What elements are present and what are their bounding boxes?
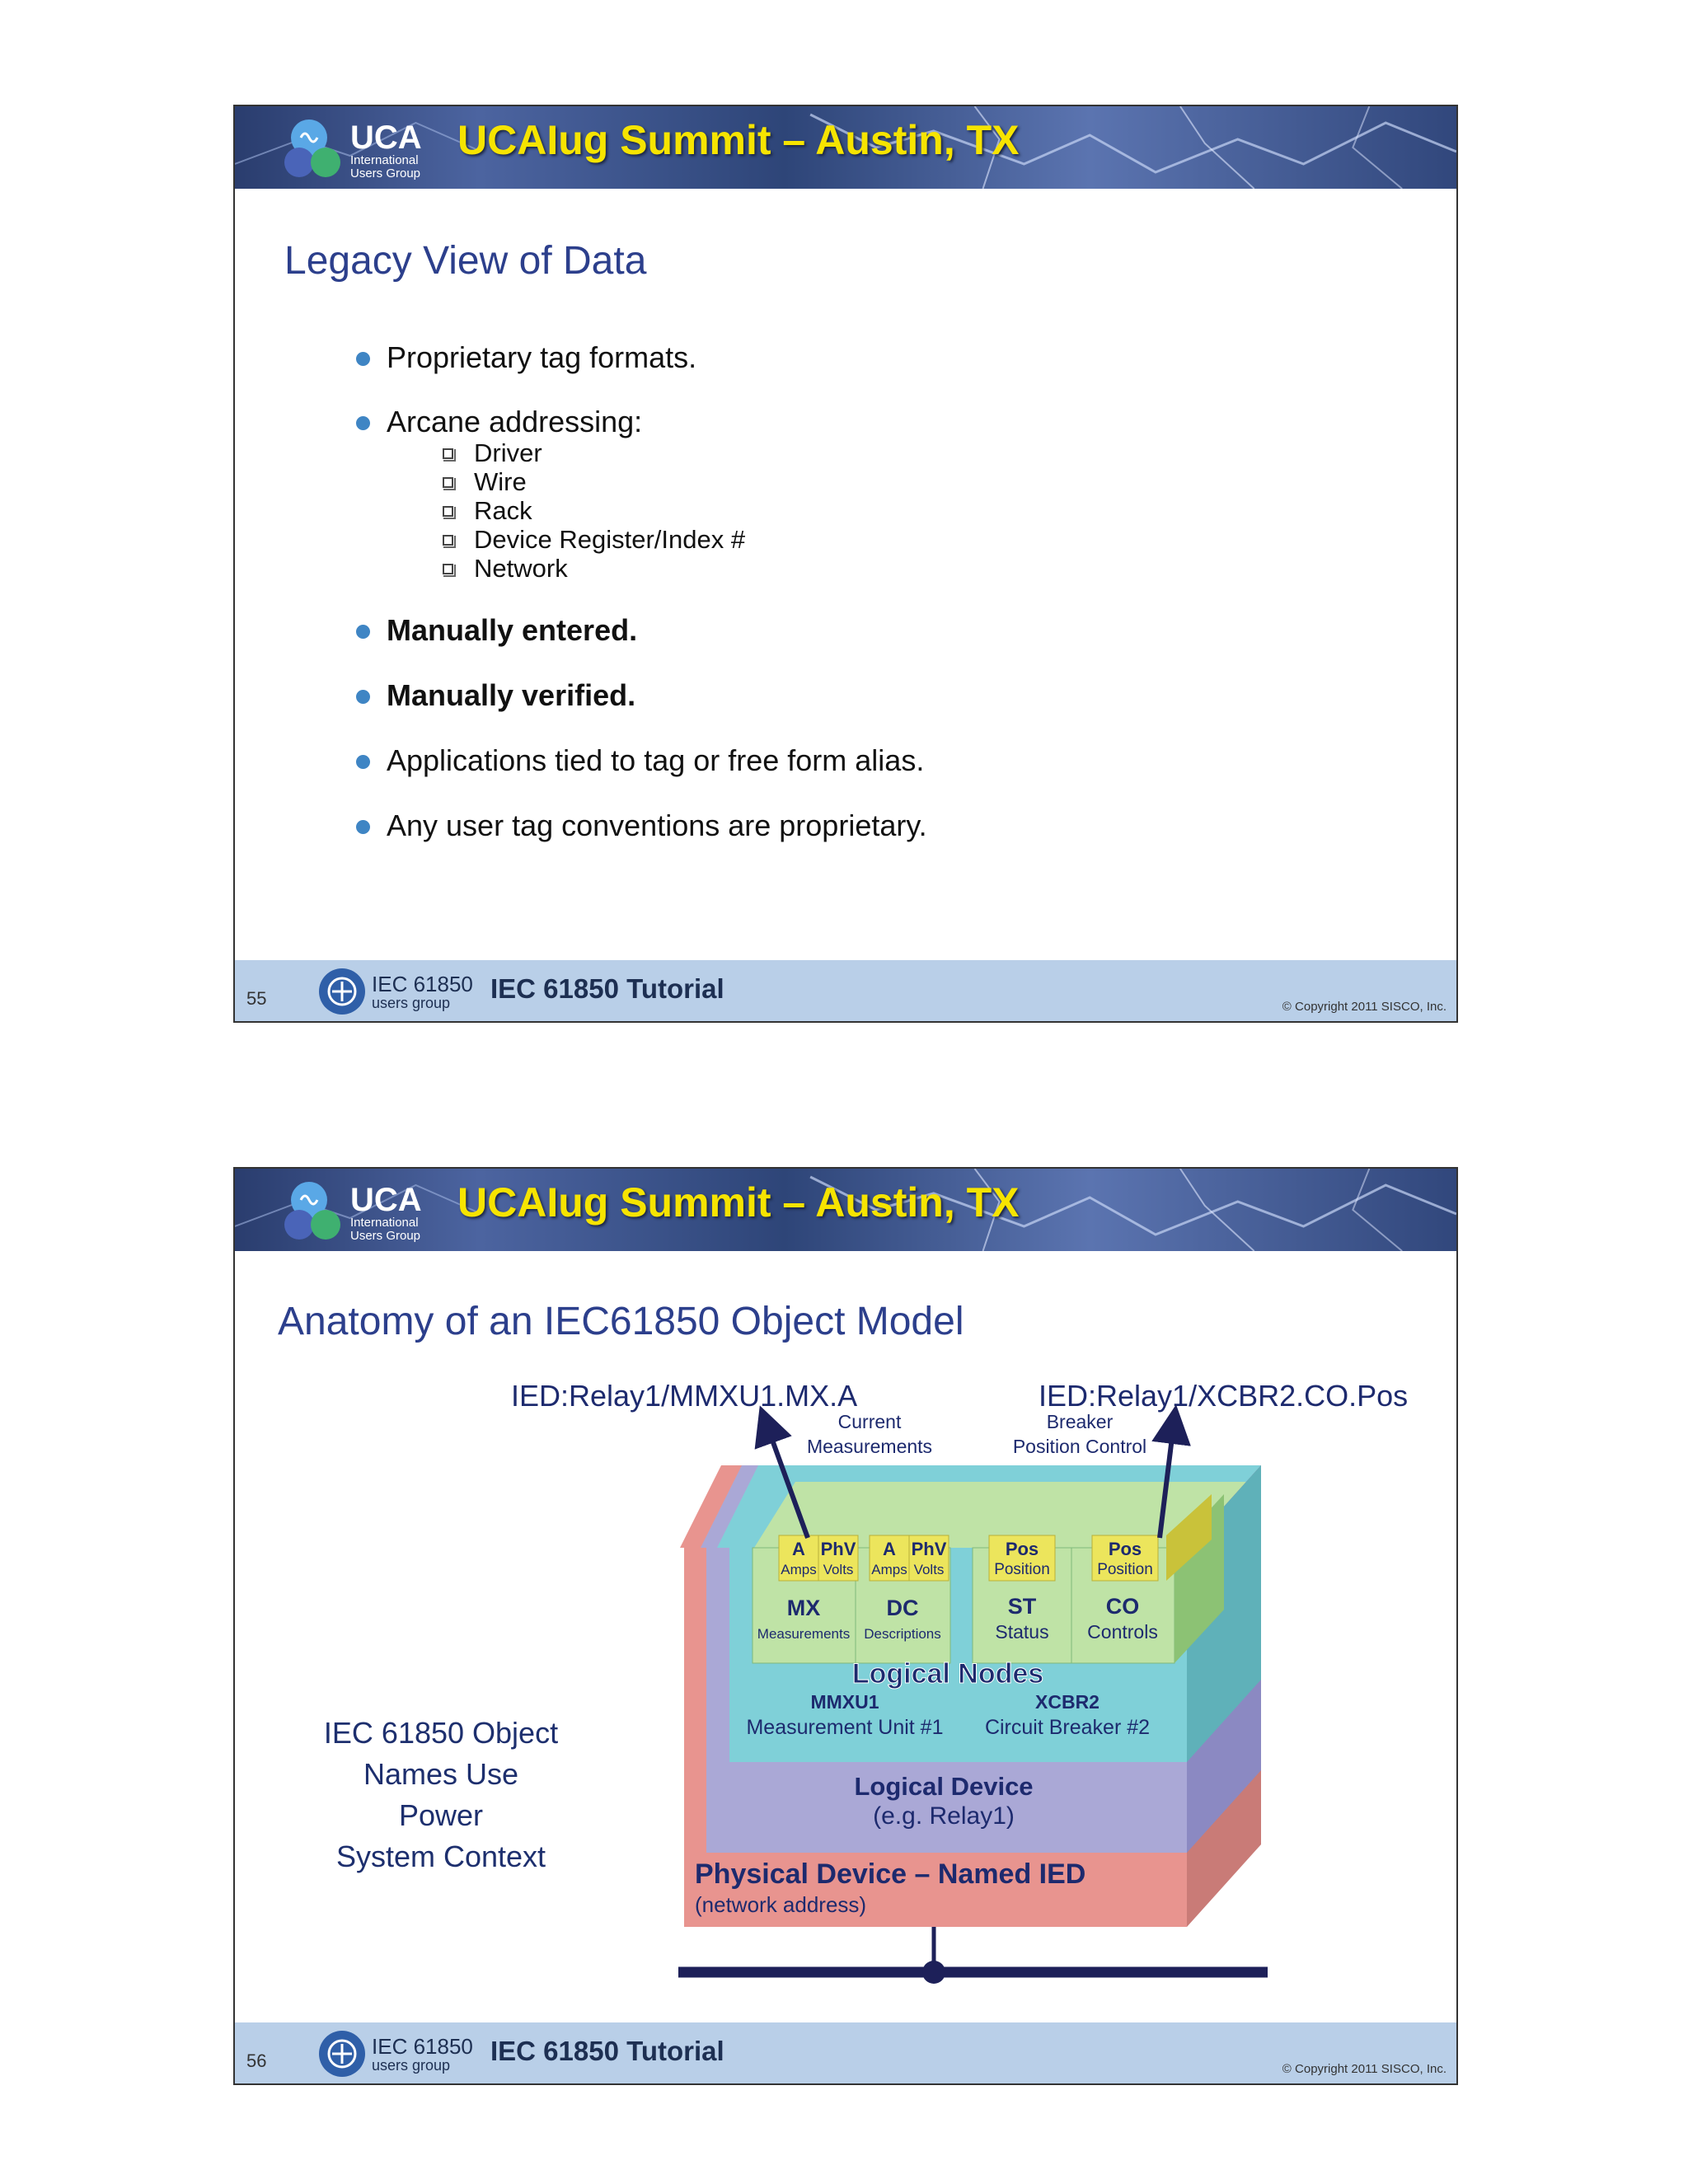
path-left: IED:Relay1/MMXU1.MX.A	[511, 1379, 857, 1413]
slide-56: UCA International Users Group UCAIug Sum…	[233, 1167, 1458, 2085]
bullet-text: Proprietary tag formats.	[387, 340, 696, 375]
do-name: A	[883, 1539, 896, 1559]
do-desc: Amps	[781, 1562, 816, 1577]
ln-left-desc: Measurement Unit #1	[746, 1716, 943, 1739]
fc-desc: Measurements	[757, 1626, 850, 1642]
bullet-dot-icon	[356, 352, 370, 366]
bullet-text: Any user tag conventions are proprietary…	[387, 808, 927, 843]
do-name: PhV	[821, 1539, 856, 1559]
copyright: © Copyright 2011 SISCO, Inc.	[1282, 2062, 1447, 2076]
slide-title: Legacy View of Data	[284, 238, 646, 284]
do-desc: Volts	[914, 1562, 945, 1577]
bullet-dot-icon	[356, 820, 370, 834]
page-number: 56	[246, 2050, 266, 2072]
sub-item-text: Driver	[474, 438, 542, 468]
do-name: Pos	[1109, 1539, 1142, 1559]
fc-desc: Controls	[1087, 1621, 1158, 1643]
checkbox-bullet-icon	[443, 535, 453, 546]
checkbox-bullet-icon	[443, 506, 453, 517]
iec-logo-text: IEC 61850	[372, 972, 473, 996]
left-caption-line: Measurements	[807, 1436, 932, 1457]
iec61850-logo: IEC 61850 users group	[317, 967, 474, 1016]
checkbox-bullet-icon	[443, 564, 453, 574]
do-name: PhV	[912, 1539, 947, 1559]
right-caption-line: Breaker	[1047, 1411, 1114, 1432]
slide-footer: 56 IEC 61850 users group IEC 61850 Tutor…	[235, 2022, 1456, 2083]
sub-item-text: Rack	[474, 496, 532, 526]
left-caption-line: Current	[838, 1411, 902, 1432]
bullet-dot-icon	[356, 755, 370, 769]
do-desc: Amps	[871, 1562, 907, 1577]
uca-logo: UCA International Users Group	[284, 111, 474, 184]
fc-name: MX	[787, 1596, 821, 1620]
bullet-dot-icon	[356, 416, 370, 430]
bullet-text: Manually verified.	[387, 678, 635, 713]
page-number: 55	[246, 988, 266, 1010]
bullet-dot-icon	[356, 625, 370, 639]
network-node-icon	[922, 1961, 945, 1984]
do-name: Pos	[1006, 1539, 1039, 1559]
fc-name: ST	[1008, 1594, 1037, 1619]
uca-logo-text: UCA	[350, 120, 422, 156]
right-caption-line: Position Control	[1013, 1436, 1146, 1457]
fc-name: DC	[887, 1596, 919, 1620]
object-model-diagram: IED:Relay1/MMXU1.MX.A IED:Relay1/XCBR2.C…	[235, 1169, 1458, 2085]
banner-title: UCAIug Summit – Austin, TX	[457, 116, 1020, 164]
physical-device-title: Physical Device – Named IED	[695, 1858, 1085, 1890]
checkbox-bullet-icon	[443, 477, 453, 488]
ln-right-desc: Circuit Breaker #2	[985, 1716, 1150, 1739]
iec-logo-text: IEC 61850	[372, 2034, 473, 2059]
do-desc: Volts	[823, 1562, 854, 1577]
ln-right-name: XCBR2	[1035, 1691, 1100, 1713]
slide-footer: 55 IEC 61850 users group IEC 61850 Tutor…	[235, 960, 1456, 1021]
iec61850-logo: IEC 61850 users group	[317, 2029, 474, 2079]
sub-item-text: Device Register/Index #	[474, 525, 745, 555]
bullet-text: Applications tied to tag or free form al…	[387, 743, 924, 778]
ln-left-name: MMXU1	[810, 1691, 879, 1713]
path-right: IED:Relay1/XCBR2.CO.Pos	[1039, 1379, 1408, 1413]
iec-logo-sub: users group	[372, 995, 450, 1011]
sub-item-text: Network	[474, 554, 568, 583]
fc-desc: Descriptions	[864, 1626, 941, 1642]
copyright: © Copyright 2011 SISCO, Inc.	[1282, 1000, 1447, 1014]
logical-device-title: Logical Device	[854, 1772, 1033, 1801]
iec-logo-sub: users group	[372, 2057, 450, 2074]
logical-device-desc: (e.g. Relay1)	[873, 1802, 1015, 1830]
uca-logo-sub2: Users Group	[350, 166, 420, 180]
logical-nodes-title: Logical Nodes	[852, 1658, 1043, 1690]
footer-title: IEC 61850 Tutorial	[490, 973, 724, 1005]
do-desc: Position	[1097, 1561, 1153, 1578]
do-name: A	[792, 1539, 805, 1559]
footer-title: IEC 61850 Tutorial	[490, 2036, 724, 2067]
physical-device-desc: (network address)	[695, 1892, 866, 1917]
bullet-text: Manually entered.	[387, 613, 637, 648]
fc-name: CO	[1106, 1594, 1140, 1619]
fc-desc: Status	[995, 1621, 1048, 1643]
uca-logo-sub1: International	[350, 153, 419, 167]
do-desc: Position	[994, 1561, 1050, 1578]
slide-55: UCA International Users Group UCAIug Sum…	[233, 105, 1458, 1023]
sub-item-text: Wire	[474, 467, 527, 497]
slide-banner: UCA International Users Group UCAIug Sum…	[235, 106, 1456, 189]
bullet-text: Arcane addressing:	[387, 405, 642, 439]
bullet-dot-icon	[356, 690, 370, 704]
checkbox-bullet-icon	[443, 448, 453, 459]
